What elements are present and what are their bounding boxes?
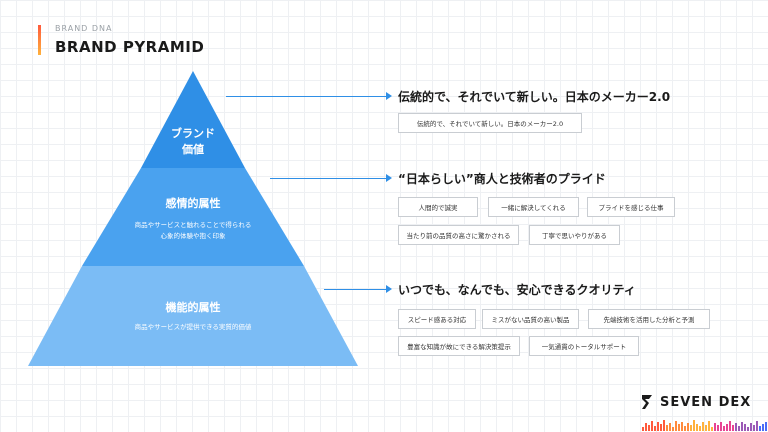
- equalizer-bar: [717, 425, 719, 431]
- equalizer-bar: [744, 424, 746, 431]
- equalizer-bar: [663, 420, 665, 431]
- tier-middle-desc-line1: 商品やサービスと触れることで得られる: [134, 221, 252, 229]
- equalizer-bar: [642, 427, 644, 431]
- equalizer-bar: [672, 427, 674, 431]
- equalizer-bar: [723, 426, 725, 431]
- page-title: BRAND PYRAMID: [55, 38, 205, 56]
- tier-bottom-desc: 商品やサービスが提供できる実質的価値: [134, 323, 252, 331]
- connector-arrow-1: [386, 92, 392, 100]
- equalizer-bar: [759, 426, 761, 431]
- equalizer-bar: [696, 424, 698, 431]
- equalizer-bar: [699, 426, 701, 431]
- tier-top-title-line1: ブランド: [171, 127, 215, 140]
- equalizer-bar: [756, 421, 758, 431]
- header-accent-bar: [38, 25, 41, 55]
- equalizer-bar: [753, 425, 755, 431]
- tier-bottom-title: 機能的属性: [165, 301, 221, 314]
- row-2-tag-2: 一緒に解決してくれる: [488, 197, 579, 217]
- row-3-tag-1: スピード感ある対応: [398, 309, 476, 329]
- brand-logo-text: SEVEN DEX: [660, 394, 752, 410]
- connector-arrow-2: [386, 174, 392, 182]
- equalizer-bar: [678, 424, 680, 431]
- equalizer-bar: [675, 421, 677, 431]
- row-3-tag-3: 先端技術を活用した分析と予測: [588, 309, 710, 329]
- row-3-heading: いつでも、なんでも、安心できるクオリティ: [398, 283, 636, 297]
- pyramid-tier-middle: [82, 168, 304, 266]
- equalizer-bar: [732, 425, 734, 431]
- equalizer-bar: [741, 422, 743, 431]
- equalizer-bar: [684, 426, 686, 431]
- row-3-tag-5: 一気通貫のトータルサポート: [529, 336, 639, 356]
- tier-top-title-line2: 価値: [182, 143, 204, 156]
- equalizer-bar: [666, 425, 668, 431]
- tier-middle-desc: 商品やサービスと触れることで得られる 心象的体験や抱く印象: [103, 220, 283, 242]
- equalizer-bar: [729, 421, 731, 431]
- row-2-tag-4: 当たり前の品質の高さに驚かされる: [398, 225, 519, 245]
- equalizer-bar: [693, 420, 695, 431]
- seven-dex-logo-icon: [642, 395, 652, 409]
- equalizer-bar: [660, 424, 662, 431]
- tier-middle-title: 感情的属性: [165, 197, 221, 210]
- equalizer-bar: [681, 422, 683, 431]
- equalizer-bar: [657, 422, 659, 431]
- equalizer-bar: [720, 422, 722, 431]
- equalizer-bar: [708, 421, 710, 431]
- pyramid-tier-bottom: [28, 266, 358, 366]
- row-1-heading: 伝統的で、それでいて新しい。日本のメーカー2.0: [398, 90, 671, 104]
- header-eyebrow: BRAND DNA: [55, 24, 113, 33]
- row-2-tag-5: 丁寧で思いやりがある: [529, 225, 620, 245]
- equalizer-bar: [726, 424, 728, 431]
- row-1-tag-1: 伝統的で、それでいて新しい。日本のメーカー2.0: [398, 113, 582, 133]
- equalizer-bar: [654, 426, 656, 431]
- equalizer-bar: [687, 423, 689, 431]
- row-2-tag-1: 人間的で誠実: [398, 197, 478, 217]
- row-3-tag-2: ミスがない品質の高い製品: [482, 309, 579, 329]
- equalizer-bar: [747, 427, 749, 431]
- equalizer-bar: [714, 423, 716, 431]
- equalizer-bar: [702, 422, 704, 431]
- connector-arrow-3: [386, 285, 392, 293]
- equalizer-bar: [645, 423, 647, 431]
- equalizer-bar: [765, 422, 767, 431]
- row-2-tag-3: プライドを感じる仕事: [587, 197, 675, 217]
- equalizer-bar: [648, 425, 650, 431]
- connector-line-1: [226, 96, 386, 97]
- equalizer-bar: [738, 426, 740, 431]
- connector-line-3: [324, 289, 386, 290]
- equalizer-bar: [669, 423, 671, 431]
- equalizer-bar: [762, 424, 764, 431]
- equalizer-bar: [651, 421, 653, 431]
- tier-bottom-label: 機能的属性 商品やサービスが提供できる実質的価値: [83, 300, 303, 333]
- equalizer-bar: [690, 425, 692, 431]
- pyramid-tier-top: [141, 71, 245, 168]
- equalizer-bars: [642, 420, 768, 431]
- tier-top-label: ブランド 価値: [143, 126, 243, 158]
- equalizer-bar: [735, 423, 737, 431]
- row-3-tag-4: 豊富な知識が故にできる解決策提示: [398, 336, 520, 356]
- tier-middle-desc-line2: 心象的体験や抱く印象: [160, 232, 226, 240]
- connector-line-2: [270, 178, 386, 179]
- equalizer-bar: [750, 423, 752, 431]
- brand-logo: SEVEN DEX: [640, 394, 751, 410]
- tier-middle-label: 感情的属性 商品やサービスと触れることで得られる 心象的体験や抱く印象: [103, 196, 283, 242]
- equalizer-bar: [711, 427, 713, 431]
- row-2-heading: “日本らしい”商人と技術者のプライド: [398, 172, 606, 186]
- equalizer-bar: [705, 425, 707, 431]
